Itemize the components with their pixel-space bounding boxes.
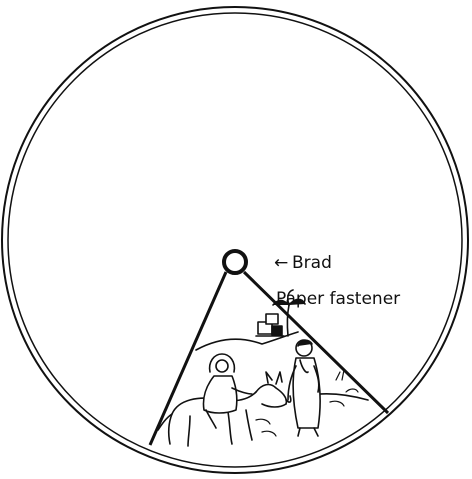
village-icon: [256, 314, 284, 336]
brad-label: Brad: [292, 253, 332, 273]
nativity-journey-illustration: [158, 290, 368, 446]
paper-fastener-label: Paper fastener: [276, 289, 400, 309]
rider-figure: [203, 354, 252, 428]
wedge-left-edge: [150, 272, 226, 445]
arrow-icon: ←: [274, 253, 288, 273]
brad-hole: [224, 251, 246, 273]
walking-man-figure: [288, 340, 320, 436]
